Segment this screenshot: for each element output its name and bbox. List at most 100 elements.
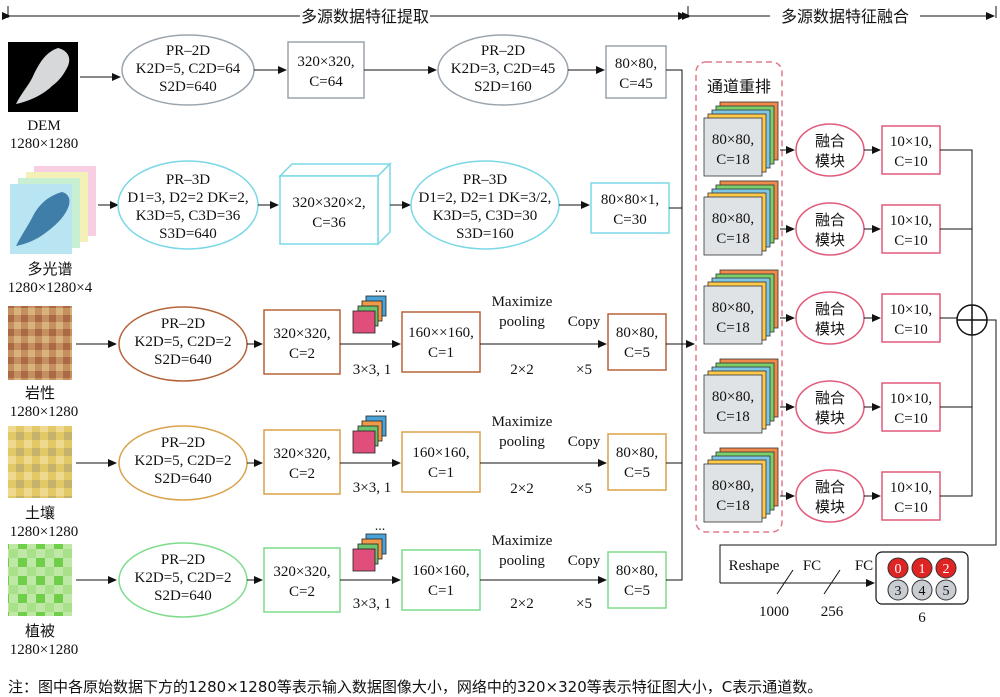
fusion-output [881,471,941,521]
lith-pool-size: 2×2 [510,362,533,378]
stack-label-1: 80×80, [712,211,754,227]
stack-label-2: C=18 [716,320,749,336]
class-circle-3 [887,579,909,601]
lith-pr-l3: S2D=640 [154,352,212,368]
fusion-module-l1: 融合 [815,132,845,150]
lith-feature-2 [401,311,481,373]
veg-pool-size: 2×2 [510,596,533,612]
lith-feature-1 [263,309,341,375]
dem-feature-1 [287,41,365,99]
reshape-label: Reshape [729,558,780,574]
ms-feature-2 [590,182,670,234]
ms-pr1-l2: D1=3, D2=2 DK=2, [127,190,248,206]
lith-feat3-l2: C=5 [624,345,650,361]
lith-pool-l1: Maximize [492,294,553,310]
fusion-module-l2: 模块 [815,320,845,338]
lith-pool-l2: pooling [499,314,545,330]
input-label-veg: 植被 [25,622,55,640]
fusion-output [881,293,941,343]
input-size-ms: 1280×1280×4 [8,280,93,296]
soil-pr-l1: PR–2D [161,435,205,451]
fusion-module-l1: 融合 [815,300,845,318]
dem-pr1-l3: S2D=640 [159,79,217,95]
fusion-out-l2: C=10 [894,500,927,516]
fusion-output [881,382,941,432]
lith-conv-label: 3×3, 1 [353,362,391,378]
class-label-3: 3 [895,584,902,599]
dem-pr2-l2: K2D=3, C2D=45 [451,61,555,77]
lith-feat3-l1: 80×80, [616,325,658,341]
ms-pr1-l3: K3D=5, C3D=36 [136,208,241,224]
lith-kernel-dots: ... [375,281,386,296]
fc1-label: FC [803,558,821,574]
veg-feat3-l1: 80×80, [616,563,658,579]
dem-feat1-l1: 320×320, [297,54,354,70]
soil-feature-1 [263,429,341,495]
veg-feat2-l1: 160×160, [412,563,469,579]
sum-connector [940,335,973,408]
fusion-output [881,204,941,254]
soil-feature-3 [607,433,667,491]
ms-feat2-l1: 80×80×1, [601,192,659,208]
stack-label-1: 80×80, [712,132,754,148]
soil-feat2-l2: C=1 [428,465,454,481]
sum-node [956,304,988,336]
ms-pr2-l4: S3D=160 [456,226,514,242]
veg-copy-times: ×5 [576,596,592,612]
fusion-out-l1: 10×10, [890,302,932,318]
stack-front [703,117,763,177]
vegetation-image [8,544,72,616]
fc1-slash [823,569,841,595]
footnote: 注：图中各原始数据下方的1280×1280等表示输入数据图像大小，网络中的320… [8,678,823,696]
veg-feature-1 [263,547,341,613]
veg-conv-label: 3×3, 1 [353,596,391,612]
fusion-rows: 80×80,C=18融合模块10×10,C=1080×80,C=18融合模块10… [703,101,973,523]
stack-label-1: 80×80, [712,300,754,316]
lith-conv-kernels [352,295,387,334]
veg-feat1-l1: 320×320, [273,564,330,580]
stack-front [703,196,763,256]
row-multispectral: 多光谱 1280×1280×4 PR–3D D1=3, D2=2 DK=2, K… [8,160,682,296]
lith-feat2-l1: 160××160, [408,325,474,341]
fusion-module-l2: 模块 [815,231,845,249]
fusion-module-l1: 融合 [815,211,845,229]
input-size-lith: 1280×1280 [10,404,78,420]
input-label-soil: 土壤 [25,504,55,522]
fc-hidden-size: 256 [821,604,844,620]
soil-kernel-dots: ... [375,401,386,416]
ms-pr2-l2: D1=2, D2=1 DK=3/2, [419,190,552,206]
sum-connector [940,335,973,497]
fc-in-size: 1000 [759,604,789,620]
soil-pool-l1: Maximize [492,414,553,430]
veg-feat2-l2: C=1 [428,583,454,599]
fusion-out-l2: C=10 [894,233,927,249]
veg-copy-label: Copy [568,553,601,569]
class-circle-2 [935,557,957,579]
sum-connector [940,149,973,305]
stack-label-2: C=18 [716,231,749,247]
fusion-module-l1: 融合 [815,389,845,407]
input-size-veg: 1280×1280 [10,642,78,658]
dem-feature-2 [605,45,667,99]
sum-connector [940,228,973,305]
veg-pool-l2: pooling [499,553,545,569]
soil-pool-l2: pooling [499,434,545,450]
lith-copy-times: ×5 [576,362,592,378]
reshape-slash [776,569,794,595]
lith-pr-l2: K2D=5, C2D=2 [135,334,232,350]
stack-label-2: C=18 [716,152,749,168]
soil-conv-kernels [352,415,387,454]
ms-pr1-l1: PR–3D [166,172,210,188]
lith-feature-3 [607,313,667,371]
dem-pr1-l2: K2D=5, C2D=64 [136,61,241,77]
row-dem: DEM 1280×1280 PR–2D K2D=5, C2D=64 S2D=64… [8,34,683,344]
class-circle-4 [911,579,933,601]
row-lithology: 岩性 1280×1280 PR–2D K2D=5, C2D=2 S2D=640 … [8,281,695,420]
input-label-lith: 岩性 [25,384,55,402]
fusion-module-l1: 融合 [815,478,845,496]
veg-feature-2 [401,549,481,611]
veg-pr-l1: PR–2D [161,552,205,568]
